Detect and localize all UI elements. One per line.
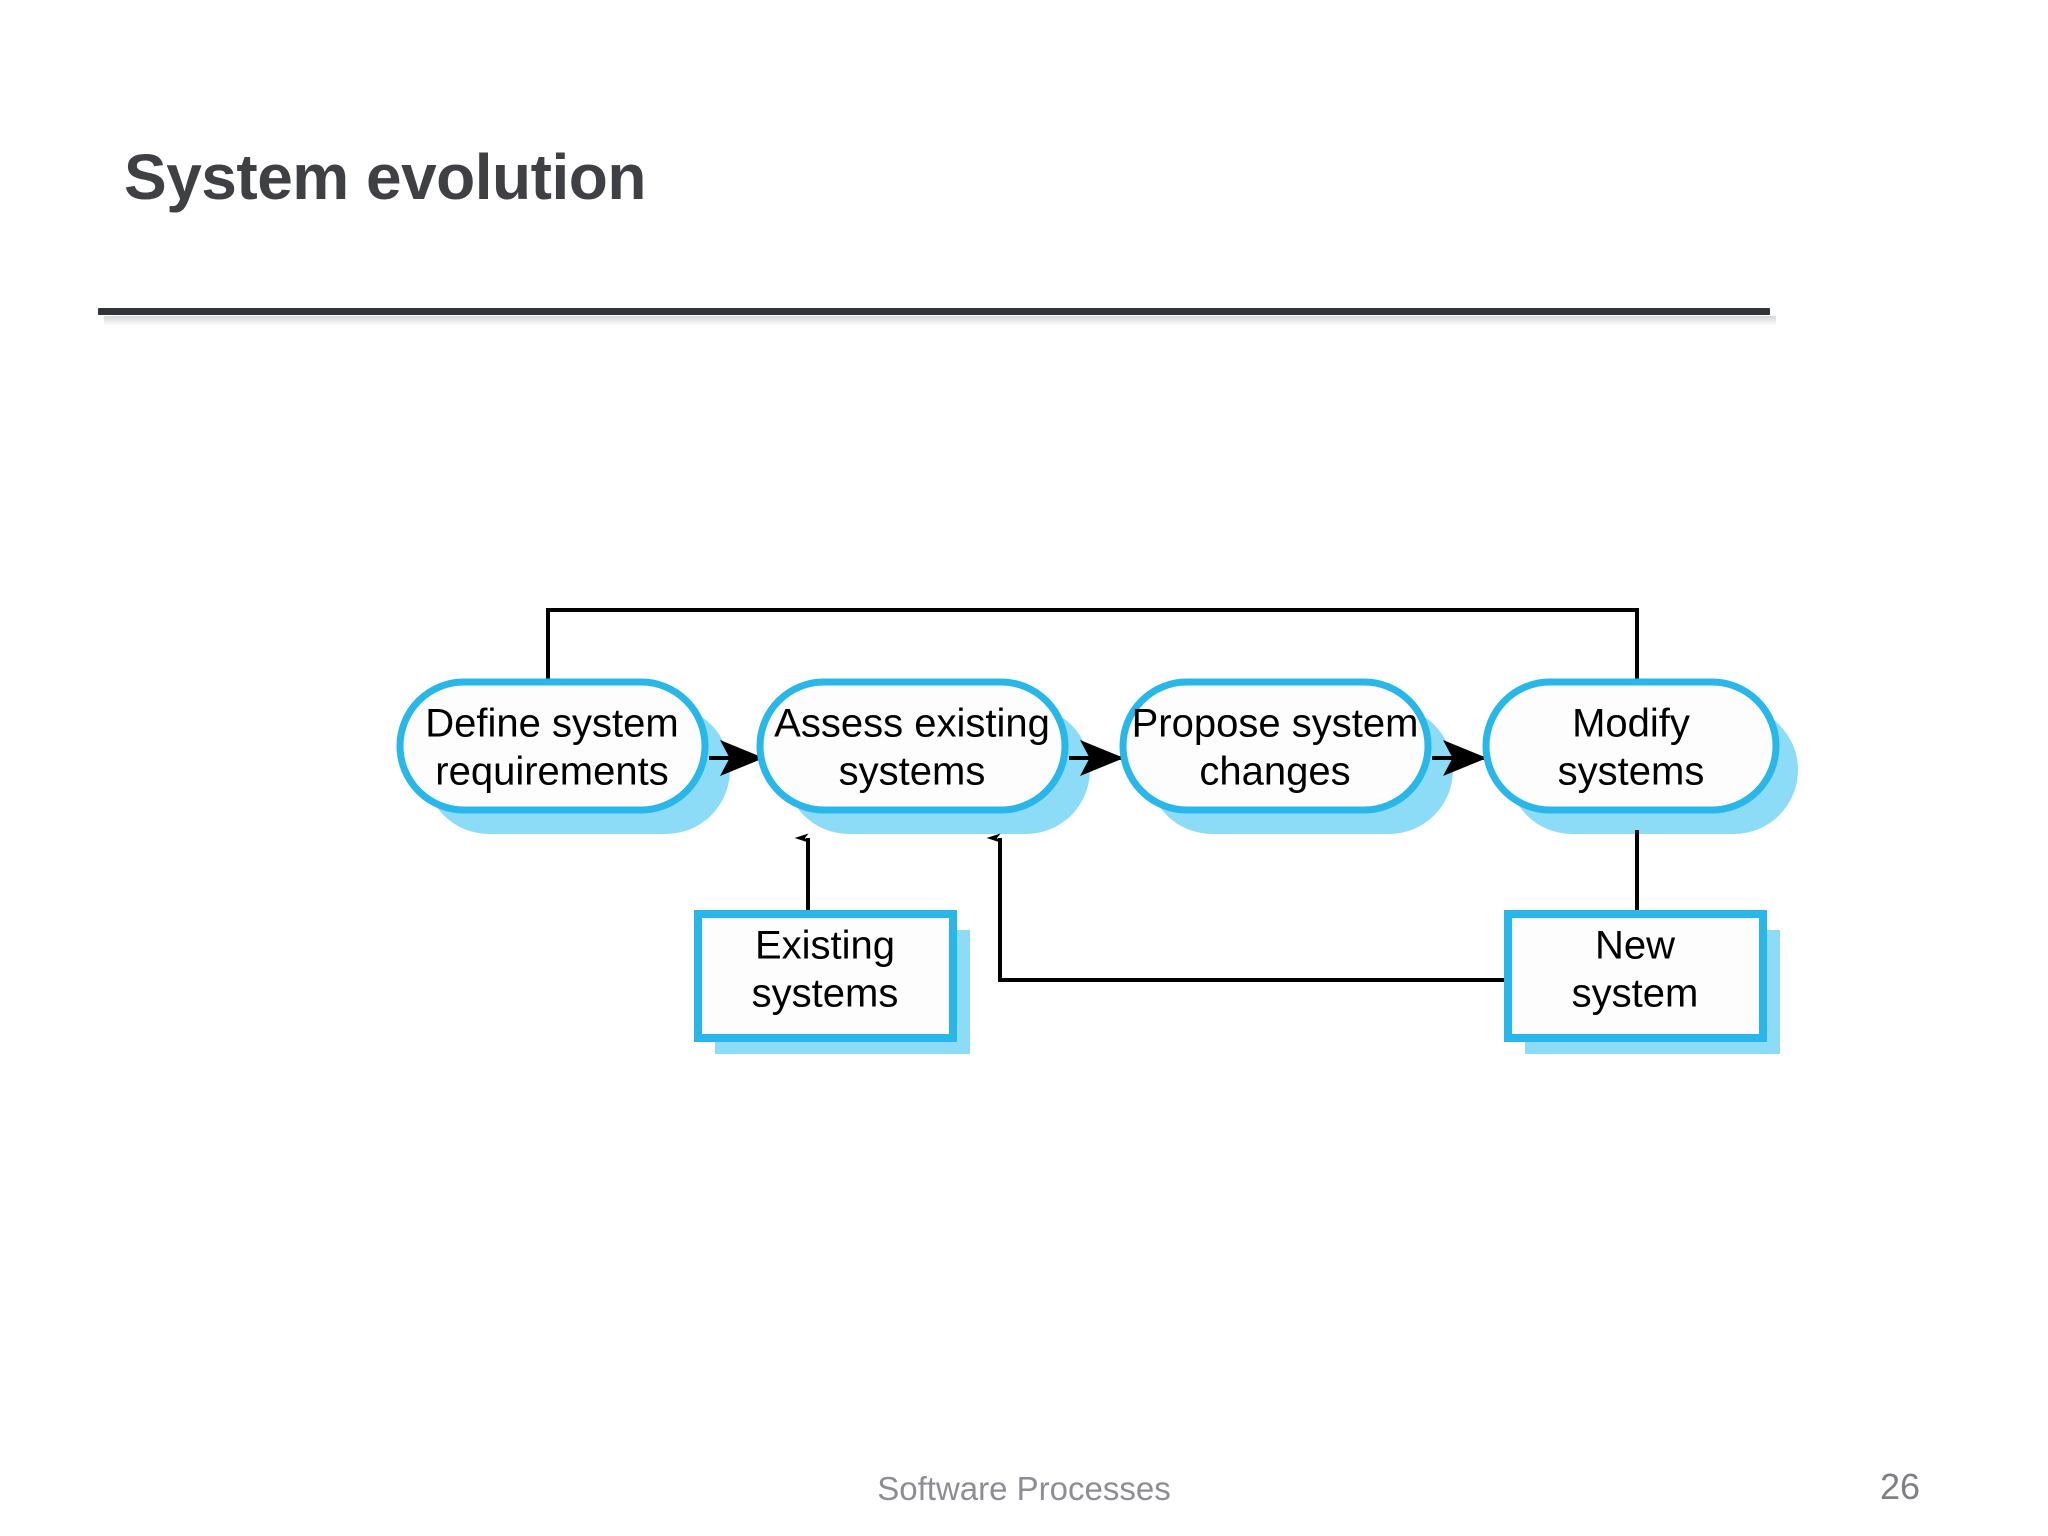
propose-system-changes-line1: Propose system [1132,702,1419,746]
connector-feedback-bottom [986,833,1522,982]
connectors [546,608,1651,982]
title-divider-shadow [104,316,1776,325]
assess-existing-systems-line2: systems [839,750,986,794]
node-define-system-requirements[interactable]: Define system requirements [396,678,709,814]
define-system-requirements-line1: Define system [425,702,678,746]
modify-systems-line2: systems [1558,750,1705,794]
title-divider [98,308,1770,315]
node-assess-existing-systems[interactable]: Assess existing systems [756,678,1069,814]
node-existing-systems[interactable]: Existing systems [694,910,957,1042]
footer-label: Software Processes [877,1470,1171,1507]
assess-existing-systems-line1: Assess existing [774,702,1050,746]
propose-system-changes-line2: changes [1199,750,1350,794]
page-number: 26 [1880,1466,1921,1507]
existing-systems-line2: systems [752,972,899,1016]
node-propose-system-changes[interactable]: Propose system changes [1119,678,1432,814]
define-system-requirements-line2: requirements [435,750,668,794]
new-system-line2: system [1572,972,1699,1016]
existing-systems-line1: Existing [755,924,895,968]
node-modify-systems[interactable]: Modify systems [1482,678,1780,814]
connector-feedback-top [546,608,1639,690]
node-new-system[interactable]: New system [1504,910,1767,1042]
new-system-line1: New [1595,924,1675,968]
page-title: System evolution [124,141,646,213]
modify-systems-line1: Modify [1572,702,1690,746]
